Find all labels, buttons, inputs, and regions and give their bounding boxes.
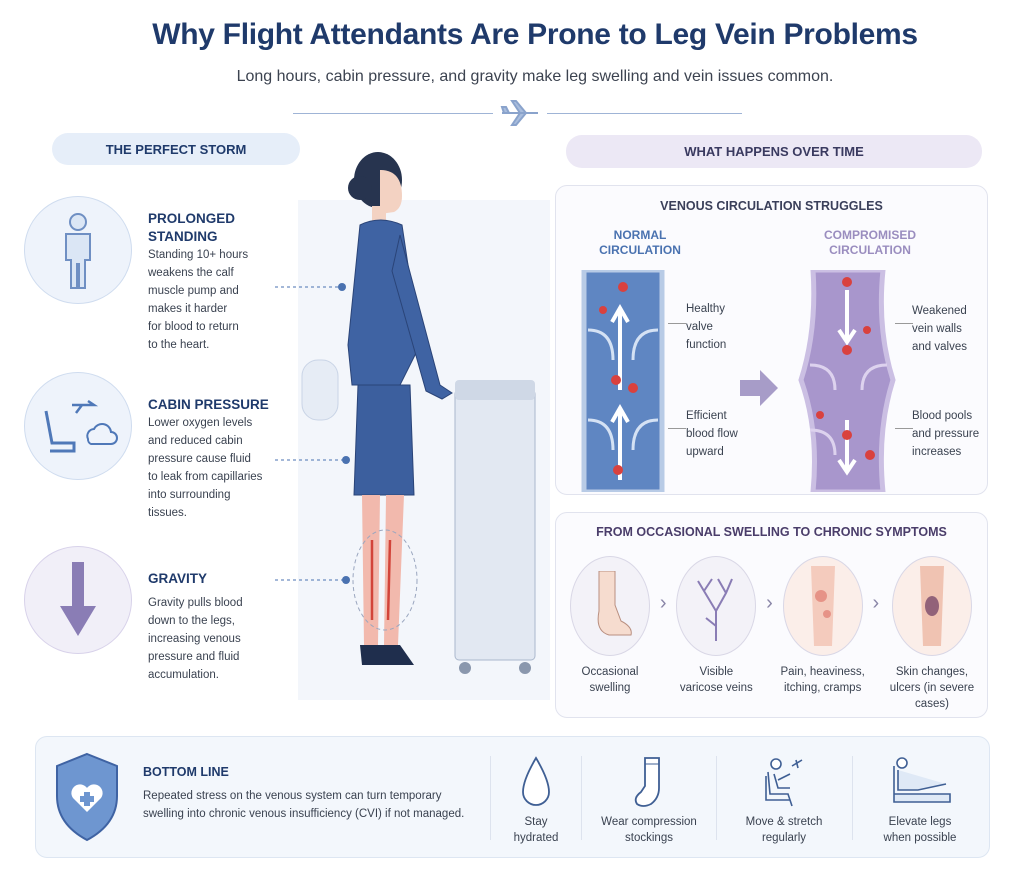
stage-pain: Pain, heaviness,itching, cramps [778,556,868,696]
down-arrow-icon [24,546,132,654]
flow-arrow-icon [740,370,778,406]
airplane-seat-cloud-icon [24,372,132,480]
divider [852,756,853,840]
varicose-veins-icon [676,556,757,656]
perfect-storm-heading: THE PERFECT STORM [52,133,300,165]
divider-right [547,113,742,114]
chevron-right-icon: › [766,592,773,614]
elevate-legs-icon [893,757,951,803]
standing-person-icon [24,196,132,304]
sock-icon [634,757,660,807]
chevron-right-icon: › [872,592,880,614]
shield-heart-icon [56,752,118,842]
seated-stretch-icon [765,758,803,807]
airplane-icon [500,100,538,126]
normal-vein-illustration [581,270,665,492]
divider [490,756,491,840]
bottom-line-title: BOTTOM LINE [143,765,229,779]
divider [581,756,582,840]
water-drop-icon [522,756,550,806]
page-title: Why Flight Attendants Are Prone to Leg V… [152,18,918,51]
venous-title: VENOUS CIRCULATION STRUGGLES [660,199,883,213]
page-subtitle: Long hours, cabin pressure, and gravity … [236,68,834,85]
bottom-line-text: Repeated stress on the venous system can… [143,790,465,820]
swollen-foot-icon [570,556,650,656]
compromised-vein-illustration [798,270,896,492]
chevron-right-icon: › [659,592,667,614]
over-time-heading: WHAT HAPPENS OVER TIME [566,135,982,168]
symptoms-title: FROM OCCASIONAL SWELLING TO CHRONIC SYMP… [596,525,947,539]
inflamed-leg-icon [782,556,863,656]
leader-line [668,323,686,324]
leader-line [668,428,686,429]
divider-left [293,113,493,114]
bottom-line-panel [35,736,990,858]
leader-line [895,428,913,429]
flight-attendant-illustration [275,152,550,700]
skin-ulcer-icon [891,556,972,656]
divider [716,756,717,840]
leader-line [895,323,913,324]
